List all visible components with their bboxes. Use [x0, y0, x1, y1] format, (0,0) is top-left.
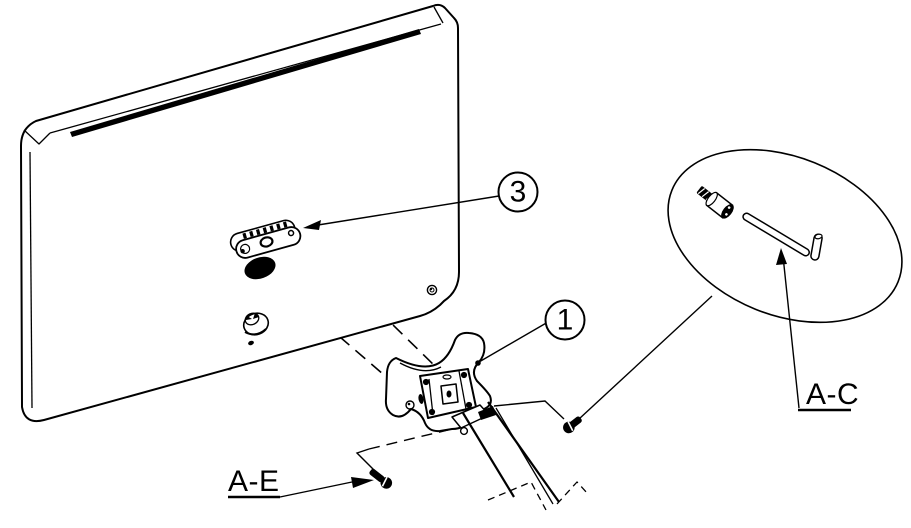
vent-slot	[70, 29, 421, 137]
plate-vesa-hole	[405, 400, 415, 410]
label-ac-arrowhead	[776, 248, 787, 265]
callout-part3: 3	[303, 171, 539, 230]
callout-3-leader	[317, 195, 500, 226]
bracket-right-hole	[287, 229, 295, 237]
screw-ac-position-leader	[493, 400, 565, 420]
speaker-cutout	[244, 256, 276, 280]
arm-screw-hole	[459, 426, 469, 436]
bracket-slot-ticks	[242, 221, 288, 239]
detail-ellipse-leader	[578, 295, 713, 420]
label-ae: A-E	[228, 465, 280, 498]
hinge-mechanism	[418, 368, 477, 419]
screw-head-face	[721, 204, 734, 219]
stand-arm	[451, 401, 589, 511]
monitor-outline	[20, 3, 460, 423]
hinge-top-hole	[442, 374, 452, 380]
arm-clamp-dark	[478, 406, 496, 420]
bracket-center-hole	[259, 236, 274, 248]
callout-1-leader	[478, 321, 549, 363]
callout-1-number: 1	[557, 304, 574, 337]
monitor-corner-bevel	[23, 129, 51, 145]
callout-part1: 1	[475, 299, 586, 366]
screw-ae-dashed-leader	[368, 428, 453, 450]
thumbscrew-knob	[242, 312, 270, 336]
hinge-side-slot	[418, 394, 424, 404]
callout-3-balloon	[497, 171, 539, 213]
allen-key	[742, 212, 823, 261]
callout-1-balloon	[544, 299, 586, 341]
label-ac: A-C	[806, 378, 859, 411]
monitor-back	[20, 3, 460, 423]
screw-ac	[563, 416, 582, 434]
detail-view	[667, 148, 903, 324]
break-lines	[487, 481, 589, 511]
hinge-screws	[422, 371, 473, 416]
adapter-bracket-part3	[229, 219, 302, 259]
plate-thickness-line	[399, 362, 442, 372]
arm-edge-right	[487, 401, 560, 503]
back-panel-dot	[248, 340, 254, 346]
screw-ae-assembly: A-E	[228, 428, 453, 499]
label-ae-leader	[279, 481, 353, 498]
monitor-top-right-facet	[433, 6, 444, 24]
bracket-left-dot	[240, 248, 245, 254]
label-ac-leader	[782, 255, 800, 409]
monitor-left-edge-inner	[29, 151, 33, 409]
screw-ae-bent-leader	[355, 448, 376, 472]
label-ac-group: A-C	[776, 248, 859, 412]
callout-3-arrowhead	[303, 220, 321, 230]
hex-socket-screw	[696, 186, 734, 219]
screw-ac-assembly	[493, 295, 713, 434]
label-ae-arrowhead	[351, 477, 374, 488]
arm-inner-line	[495, 407, 554, 505]
screw-ae	[369, 468, 393, 489]
callout-3-number: 3	[510, 176, 527, 209]
back-panel-screw	[426, 284, 438, 296]
arm-edge-left	[462, 412, 515, 498]
